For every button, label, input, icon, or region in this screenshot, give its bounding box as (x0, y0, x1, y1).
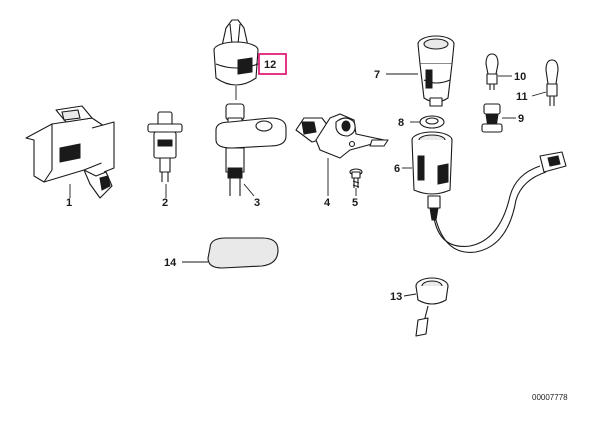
part-14-pad[interactable] (207, 237, 279, 269)
callout-8: 8 (398, 117, 404, 129)
part-11-bulb[interactable] (545, 59, 559, 106)
callout-2: 2 (162, 197, 168, 209)
part-4-bracket[interactable] (295, 113, 389, 159)
part-5-screw[interactable] (349, 168, 363, 188)
part-10-bulb[interactable] (485, 53, 499, 90)
part-2-push-switch[interactable] (147, 111, 183, 182)
callout-5: 5 (352, 197, 358, 209)
part-3-contact-switch[interactable] (215, 103, 287, 196)
part-7-lighter-element[interactable] (417, 35, 455, 107)
callout-3: 3 (254, 197, 260, 209)
part-9-bulb-socket[interactable] (481, 103, 503, 133)
callout-13: 13 (390, 291, 402, 303)
callout-7: 7 (374, 69, 380, 81)
part-8-washer[interactable] (419, 115, 445, 129)
callout-12: 12 (264, 59, 276, 71)
callout-9: 9 (518, 113, 524, 125)
part-13-socket-lead[interactable] (415, 277, 449, 337)
drawing-number: 00007778 (532, 393, 568, 402)
callout-14: 14 (164, 257, 177, 269)
part-1-housing[interactable] (25, 105, 115, 199)
callout-12-highlight (258, 53, 287, 75)
callout-11: 11 (516, 91, 528, 103)
callout-10: 10 (514, 71, 526, 83)
callout-6: 6 (394, 163, 400, 175)
callout-4: 4 (324, 197, 331, 209)
part-6-lighter-socket[interactable] (411, 131, 453, 221)
callout-1: 1 (66, 197, 72, 209)
part-12-rubber-cap[interactable] (213, 19, 259, 86)
wiring-harness (433, 151, 567, 253)
